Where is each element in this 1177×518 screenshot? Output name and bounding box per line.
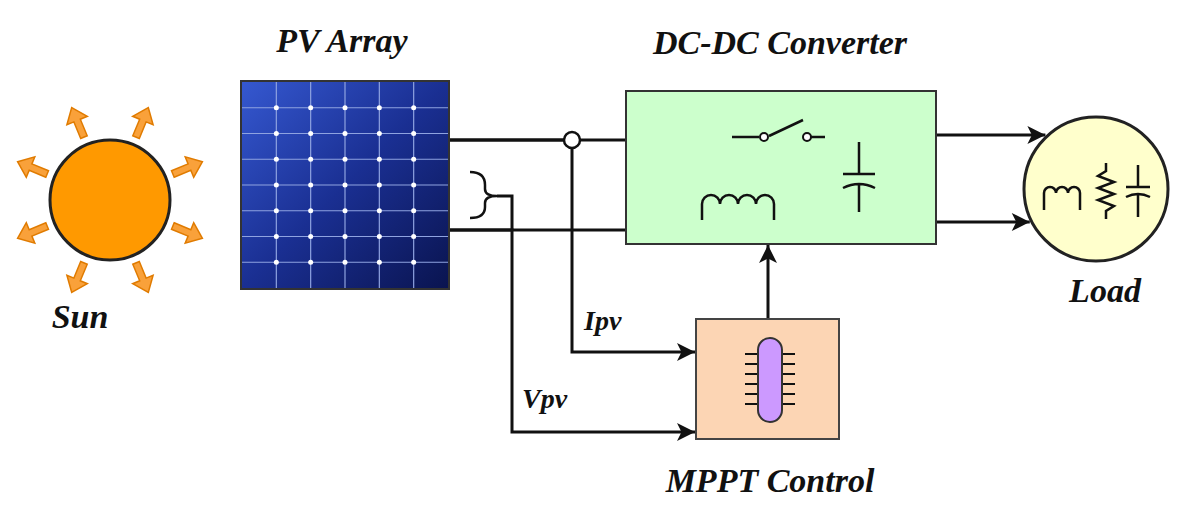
cell-dot (343, 105, 348, 110)
controller-chip (758, 338, 782, 422)
node-graphic (48, 138, 172, 262)
capacitor-symbol (1126, 165, 1150, 217)
signal-name: Ipv (584, 306, 621, 337)
wire-connector (937, 221, 1030, 224)
cell-dot (411, 208, 416, 213)
mppt-box: MPPT Control (695, 318, 840, 440)
cell-dot (343, 157, 348, 162)
sun-ray (133, 262, 153, 293)
sun-ray (67, 262, 87, 293)
cell-dot (377, 208, 382, 213)
cell-dot (411, 234, 416, 239)
node-label: MPPT Control (666, 462, 875, 499)
brace-lead (497, 196, 512, 230)
wire-connector (937, 134, 1045, 137)
cell-dot (308, 234, 313, 239)
cell-dot (308, 208, 313, 213)
current-sensor (564, 132, 580, 148)
pv-array-panel: PV Array (240, 80, 450, 290)
cell-dot (308, 183, 313, 188)
cell-dot (377, 131, 382, 136)
inductor-symbol (702, 195, 774, 220)
node-graphic (1022, 115, 1170, 263)
cell-dot (343, 183, 348, 188)
cell-dot (343, 208, 348, 213)
node-label: Sun (52, 298, 109, 335)
voltage-brace (470, 172, 497, 218)
cell-dot (308, 260, 313, 265)
wire-connector (450, 230, 695, 432)
cell-dot (308, 157, 313, 162)
node-label: PV Array (276, 22, 407, 59)
load-circle: Load (1022, 115, 1170, 263)
cell-dot (274, 105, 279, 110)
cell-dot (411, 260, 416, 265)
sun-circle: Sun (48, 138, 172, 262)
sun-ray (172, 157, 203, 177)
signal-name: Vpv (522, 384, 567, 415)
cell-dot (411, 157, 416, 162)
sun-ray (133, 108, 153, 139)
wire-connector (767, 245, 770, 318)
cell-dot (411, 183, 416, 188)
cell-dot (274, 208, 279, 213)
node-graphic (697, 320, 842, 442)
capacitor-symbol (843, 142, 875, 212)
switch-contact (760, 133, 768, 141)
pv-cells (242, 82, 448, 288)
cell-dot (308, 105, 313, 110)
cell-dot (377, 234, 382, 239)
cell-dot (274, 131, 279, 136)
cell-dot (411, 105, 416, 110)
node-graphic (242, 82, 452, 292)
cell-dot (274, 157, 279, 162)
cell-dot (274, 260, 279, 265)
cell-dot (377, 183, 382, 188)
cell-dot (343, 260, 348, 265)
node-label: Load (1069, 272, 1141, 309)
cell-dot (274, 183, 279, 188)
sun-ray (67, 108, 87, 139)
sun-ray (18, 223, 49, 243)
node-label: DC-DC Converter (653, 24, 907, 61)
sun-ray (172, 223, 203, 243)
cell-dot (343, 234, 348, 239)
converter-box: DC-DC Converter (625, 90, 937, 245)
cell-dot (377, 260, 382, 265)
cell-dot (377, 105, 382, 110)
load-disc (1024, 117, 1168, 261)
resistor-symbol (1098, 163, 1114, 219)
cell-dot (274, 234, 279, 239)
switch-contact (803, 133, 811, 141)
cell-dot (343, 131, 348, 136)
sun-ray (18, 157, 49, 177)
cell-dot (377, 157, 382, 162)
sun-disc (50, 140, 170, 260)
inductor-symbol (1044, 187, 1080, 210)
node-graphic (627, 92, 939, 247)
cell-dot (411, 131, 416, 136)
cell-dot (308, 131, 313, 136)
